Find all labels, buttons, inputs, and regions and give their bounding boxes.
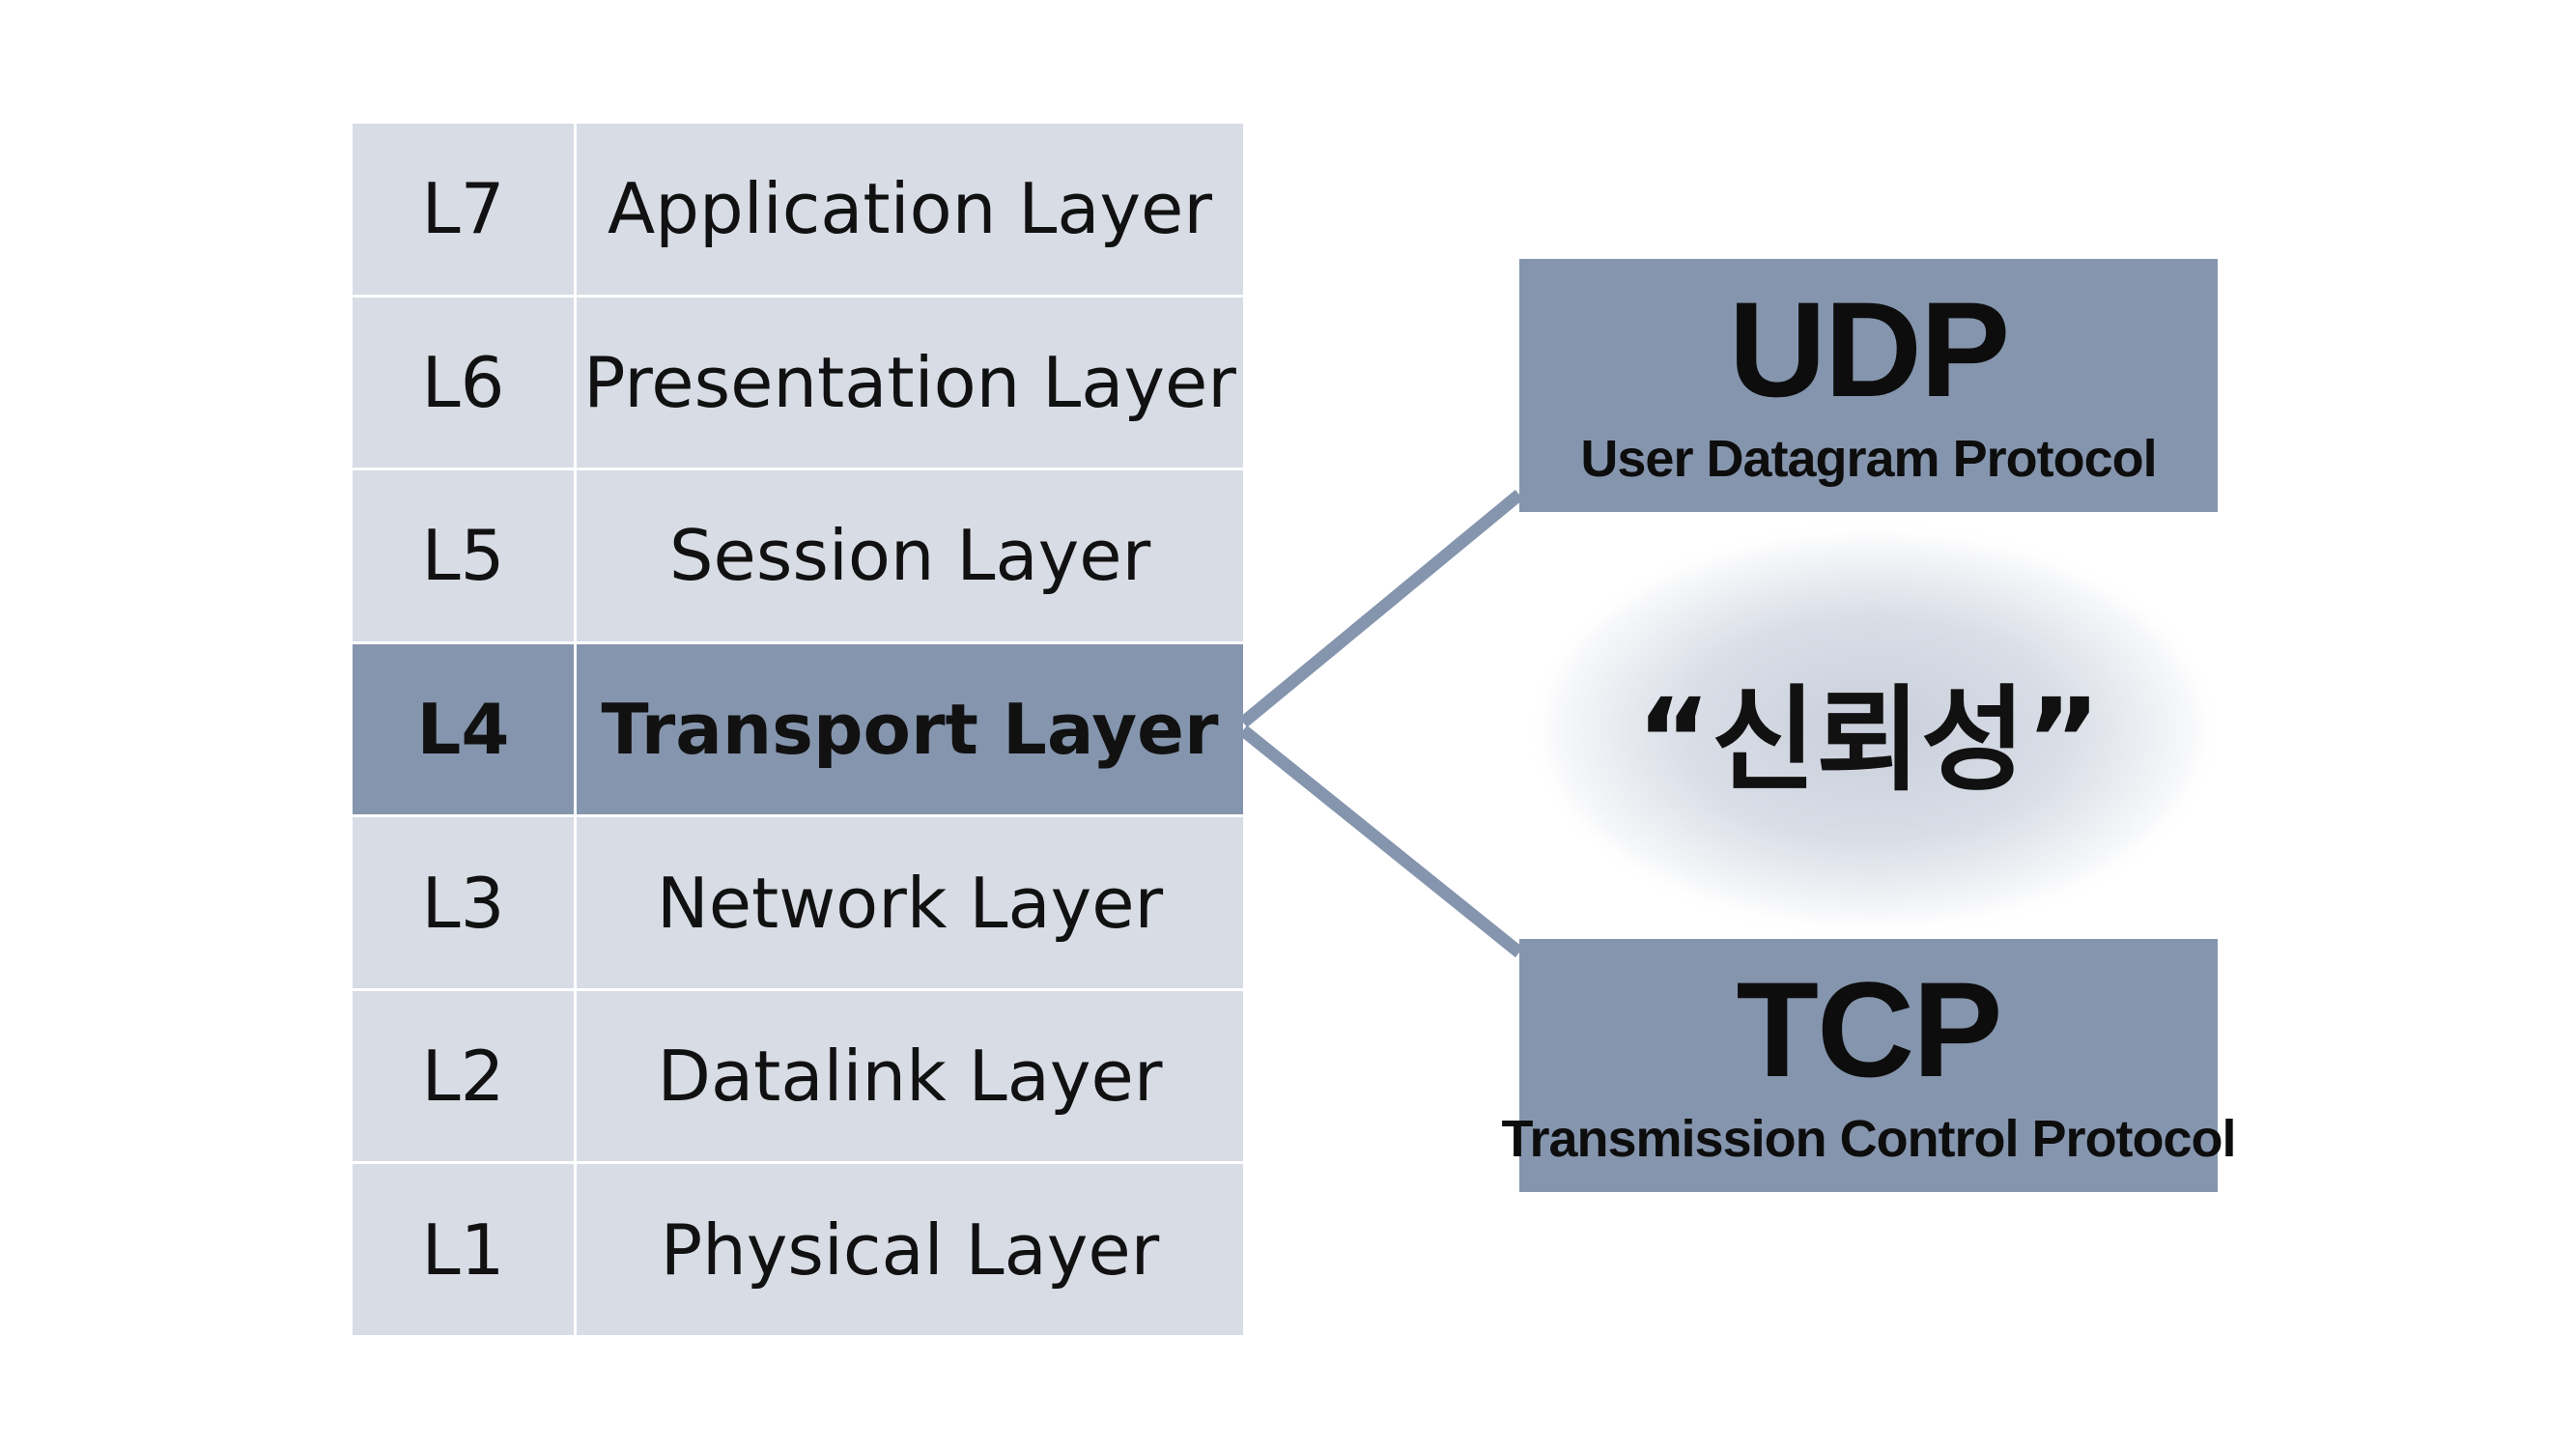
tcp-abbreviation: TCP: [1736, 953, 2003, 1106]
layer-name: Presentation Layer: [577, 297, 1243, 469]
layer-name: Session Layer: [577, 470, 1243, 641]
layer-code: L4: [353, 643, 577, 815]
osi-layer-table: L7 Application Layer L6 Presentation Lay…: [353, 124, 1243, 1336]
osi-row-l2: L2 Datalink Layer: [353, 990, 1243, 1165]
udp-box: UDP User Datagram Protocol: [1519, 259, 2218, 512]
tcp-full-name: Transmission Control Protocol: [1501, 1110, 2236, 1169]
layer-name: Network Layer: [577, 817, 1243, 988]
osi-row-l6: L6 Presentation Layer: [353, 297, 1243, 471]
udp-abbreviation: UDP: [1728, 273, 2011, 426]
layer-code: L3: [353, 817, 577, 988]
layer-name: Physical Layer: [577, 1164, 1243, 1336]
reliability-keyword: “신뢰성”: [1636, 672, 2101, 807]
layer-name: Transport Layer: [577, 643, 1243, 815]
tcp-box: TCP Transmission Control Protocol: [1501, 939, 2237, 1192]
layer-code: L2: [353, 990, 577, 1162]
layer-code: L6: [353, 297, 577, 469]
layer-code: L7: [353, 124, 577, 295]
osi-row-l4-highlighted: L4 Transport Layer: [353, 643, 1243, 818]
osi-row-l7: L7 Application Layer: [353, 124, 1243, 298]
layer-name: Application Layer: [577, 124, 1243, 295]
osi-row-l5: L5 Session Layer: [353, 470, 1243, 644]
connector-to-udp: [1238, 489, 1524, 728]
layer-name: Datalink Layer: [577, 990, 1243, 1162]
osi-row-l3: L3 Network Layer: [353, 817, 1243, 991]
osi-row-l1: L1 Physical Layer: [353, 1164, 1243, 1336]
layer-code: L1: [353, 1164, 577, 1336]
udp-full-name: User Datagram Protocol: [1580, 430, 2157, 489]
connector-to-tcp: [1238, 724, 1524, 958]
keyword-glow: [1545, 536, 2202, 923]
layer-code: L5: [353, 470, 577, 641]
